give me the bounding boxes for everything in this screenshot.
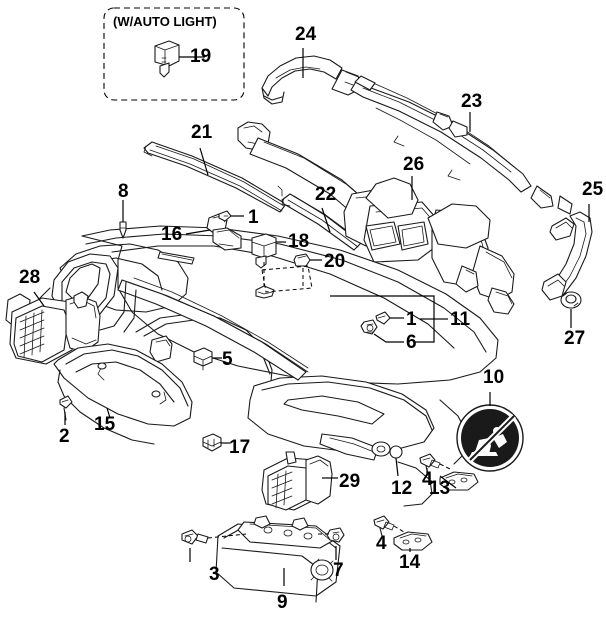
callout-13: 13: [429, 478, 451, 499]
callout-26: 26: [403, 154, 425, 175]
callout-17: 17: [229, 437, 251, 458]
part-4-bolt-upper: [419, 453, 441, 475]
part-29-center-vent: [261, 451, 333, 511]
callout-11: 11: [450, 309, 471, 330]
callout-15: 15: [94, 414, 116, 435]
part-6-nut: [360, 319, 378, 335]
vent-louvers: [19, 309, 45, 359]
part-17-clip: [202, 433, 222, 452]
part-25-side-duct: [541, 211, 593, 301]
callout-4-lower: 4: [376, 533, 387, 554]
part-26-center-duct: [237, 121, 515, 315]
callout-9: 9: [277, 592, 288, 613]
callout-1-right: 1: [406, 309, 417, 330]
part-1-screw-right: [375, 311, 391, 325]
callout-14: 14: [399, 552, 421, 573]
callout-6: 6: [406, 332, 417, 353]
svg-text:WARNING: WARNING: [473, 415, 507, 422]
callout-8: 8: [118, 181, 129, 202]
callout-10: 10: [483, 367, 505, 388]
callout-23: 23: [461, 91, 483, 112]
callout-25: 25: [582, 179, 604, 200]
part-23-defroster-nozzle: [350, 75, 573, 215]
part-14-striker: [393, 531, 433, 551]
callout-24: 24: [295, 24, 317, 45]
callout-21: 21: [191, 122, 213, 143]
callout-28: 28: [19, 267, 41, 288]
callout-29: 29: [339, 471, 361, 492]
callout-7: 7: [333, 560, 344, 581]
part-5-clip: [193, 347, 213, 371]
callout-5: 5: [222, 349, 233, 370]
center-vent-louvers: [271, 470, 293, 509]
callout-3: 3: [209, 564, 220, 585]
callout-19: 19: [190, 46, 212, 67]
part-8-clip: [119, 221, 127, 239]
part-13-striker: [439, 471, 479, 491]
part-4-bolt-lower: [373, 515, 395, 537]
part-2-screw: [59, 395, 73, 421]
callout-2: 2: [59, 426, 70, 447]
part-24-duct: [261, 55, 363, 105]
part-7-hinge-pin: [326, 527, 345, 543]
part-19-clip: [154, 40, 180, 78]
part-15-knee-panel: [53, 343, 193, 445]
callout-16: 16: [161, 224, 183, 245]
callout-4-upper: 4: [422, 469, 433, 490]
callout-22: 22: [315, 184, 337, 205]
callout-18: 18: [288, 231, 310, 252]
callout-1-upper: 1: [248, 207, 259, 228]
part-18-clip: [251, 233, 277, 269]
part-28-side-vent: [9, 291, 101, 365]
part-9-glove-box: [215, 515, 341, 603]
part-20-grommet: [293, 253, 311, 267]
part-10-airbag-warning-label: WARNING: [456, 404, 524, 472]
part-3-hinge-pin: [181, 529, 209, 545]
callout-20: 20: [324, 251, 346, 272]
part-1-screw-upper: [218, 210, 232, 222]
part-21-grille-strip: [143, 141, 287, 213]
part-12-ring: [389, 445, 403, 459]
part-27-grommet: [560, 291, 582, 309]
option-box-title: (W/AUTO LIGHT): [113, 14, 217, 29]
option-box-group: [103, 7, 245, 101]
callout-12: 12: [391, 478, 413, 499]
callout-27: 27: [564, 328, 586, 349]
